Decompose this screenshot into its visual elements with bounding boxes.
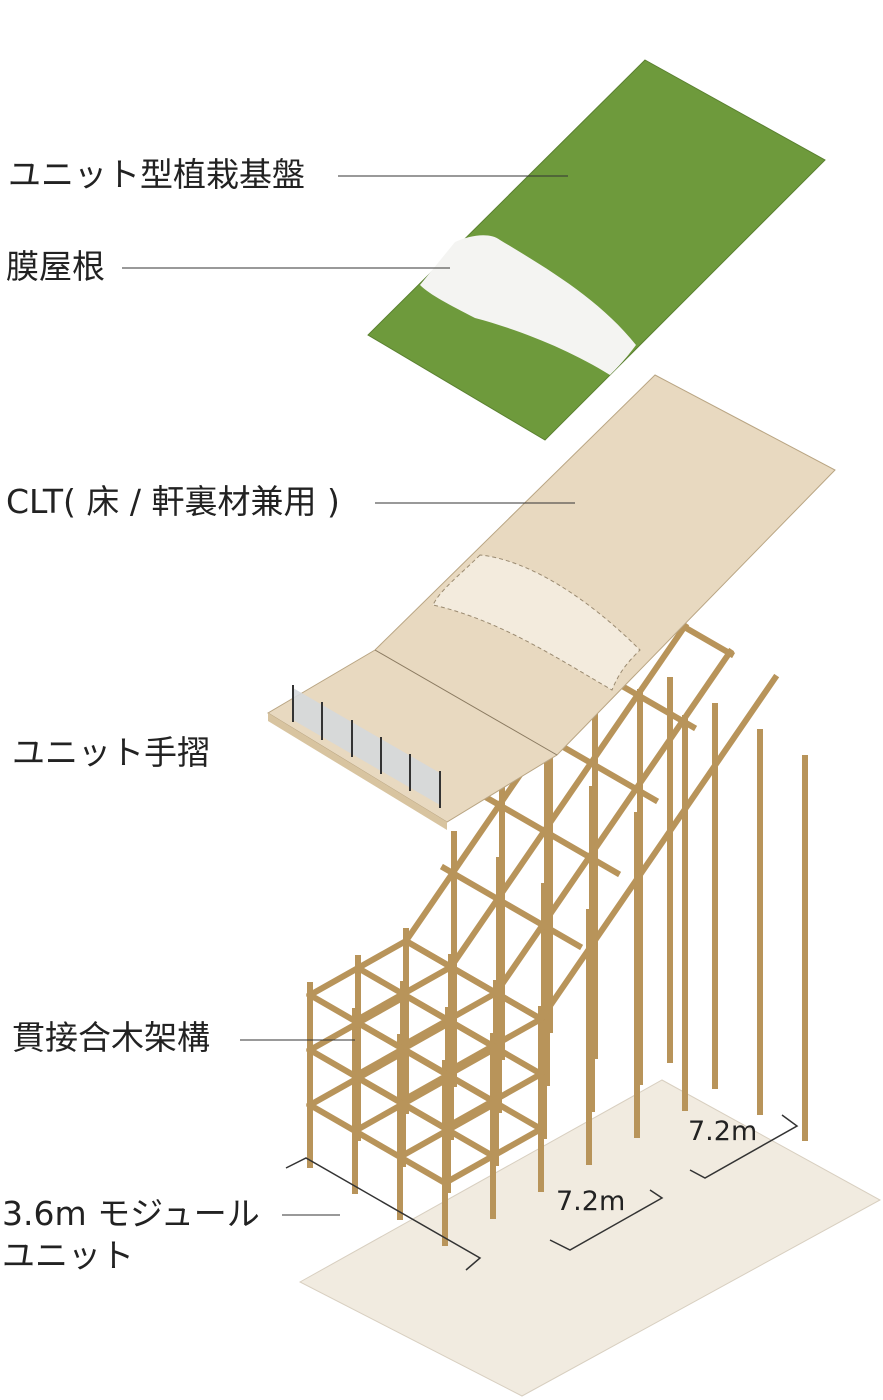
dimension-left: 7.2m (556, 1186, 626, 1217)
dimension-lines (285, 1114, 799, 1271)
planting-base (367, 59, 826, 441)
label-timber-frame: 貫接合木架構 (12, 1018, 210, 1057)
clt-fold-edge (268, 713, 447, 830)
leader-lines (122, 175, 575, 1216)
label-railing: ユニット手摺 (12, 733, 210, 772)
frame-beam (401, 991, 546, 1079)
label-module-line2: ユニット (2, 1236, 134, 1275)
frame-beam (353, 1073, 498, 1161)
dimension-right: 7.2m (688, 1116, 758, 1147)
railing (292, 685, 441, 808)
frame-purlin (401, 936, 546, 1024)
frame-beam (401, 1046, 546, 1134)
frame-rafter (536, 673, 780, 1024)
label-membrane-roof: 膜屋根 (6, 247, 105, 286)
clt-fold-line (374, 649, 558, 756)
frame-purlin (439, 863, 584, 951)
timber-frame (305, 571, 808, 1246)
membrane-roof (420, 235, 636, 375)
label-module-line1: 3.6m モジュール (2, 1194, 260, 1233)
clt-light-band (432, 554, 641, 691)
label-planting-base: ユニット型植栽基盤 (8, 155, 305, 194)
label-clt: CLT( 床 / 軒裏材兼用 ) (6, 482, 340, 521)
frame-purlin (477, 790, 622, 878)
frame-rafter (491, 647, 735, 998)
frame-rafter (446, 621, 690, 972)
frame-beam (305, 1100, 450, 1188)
